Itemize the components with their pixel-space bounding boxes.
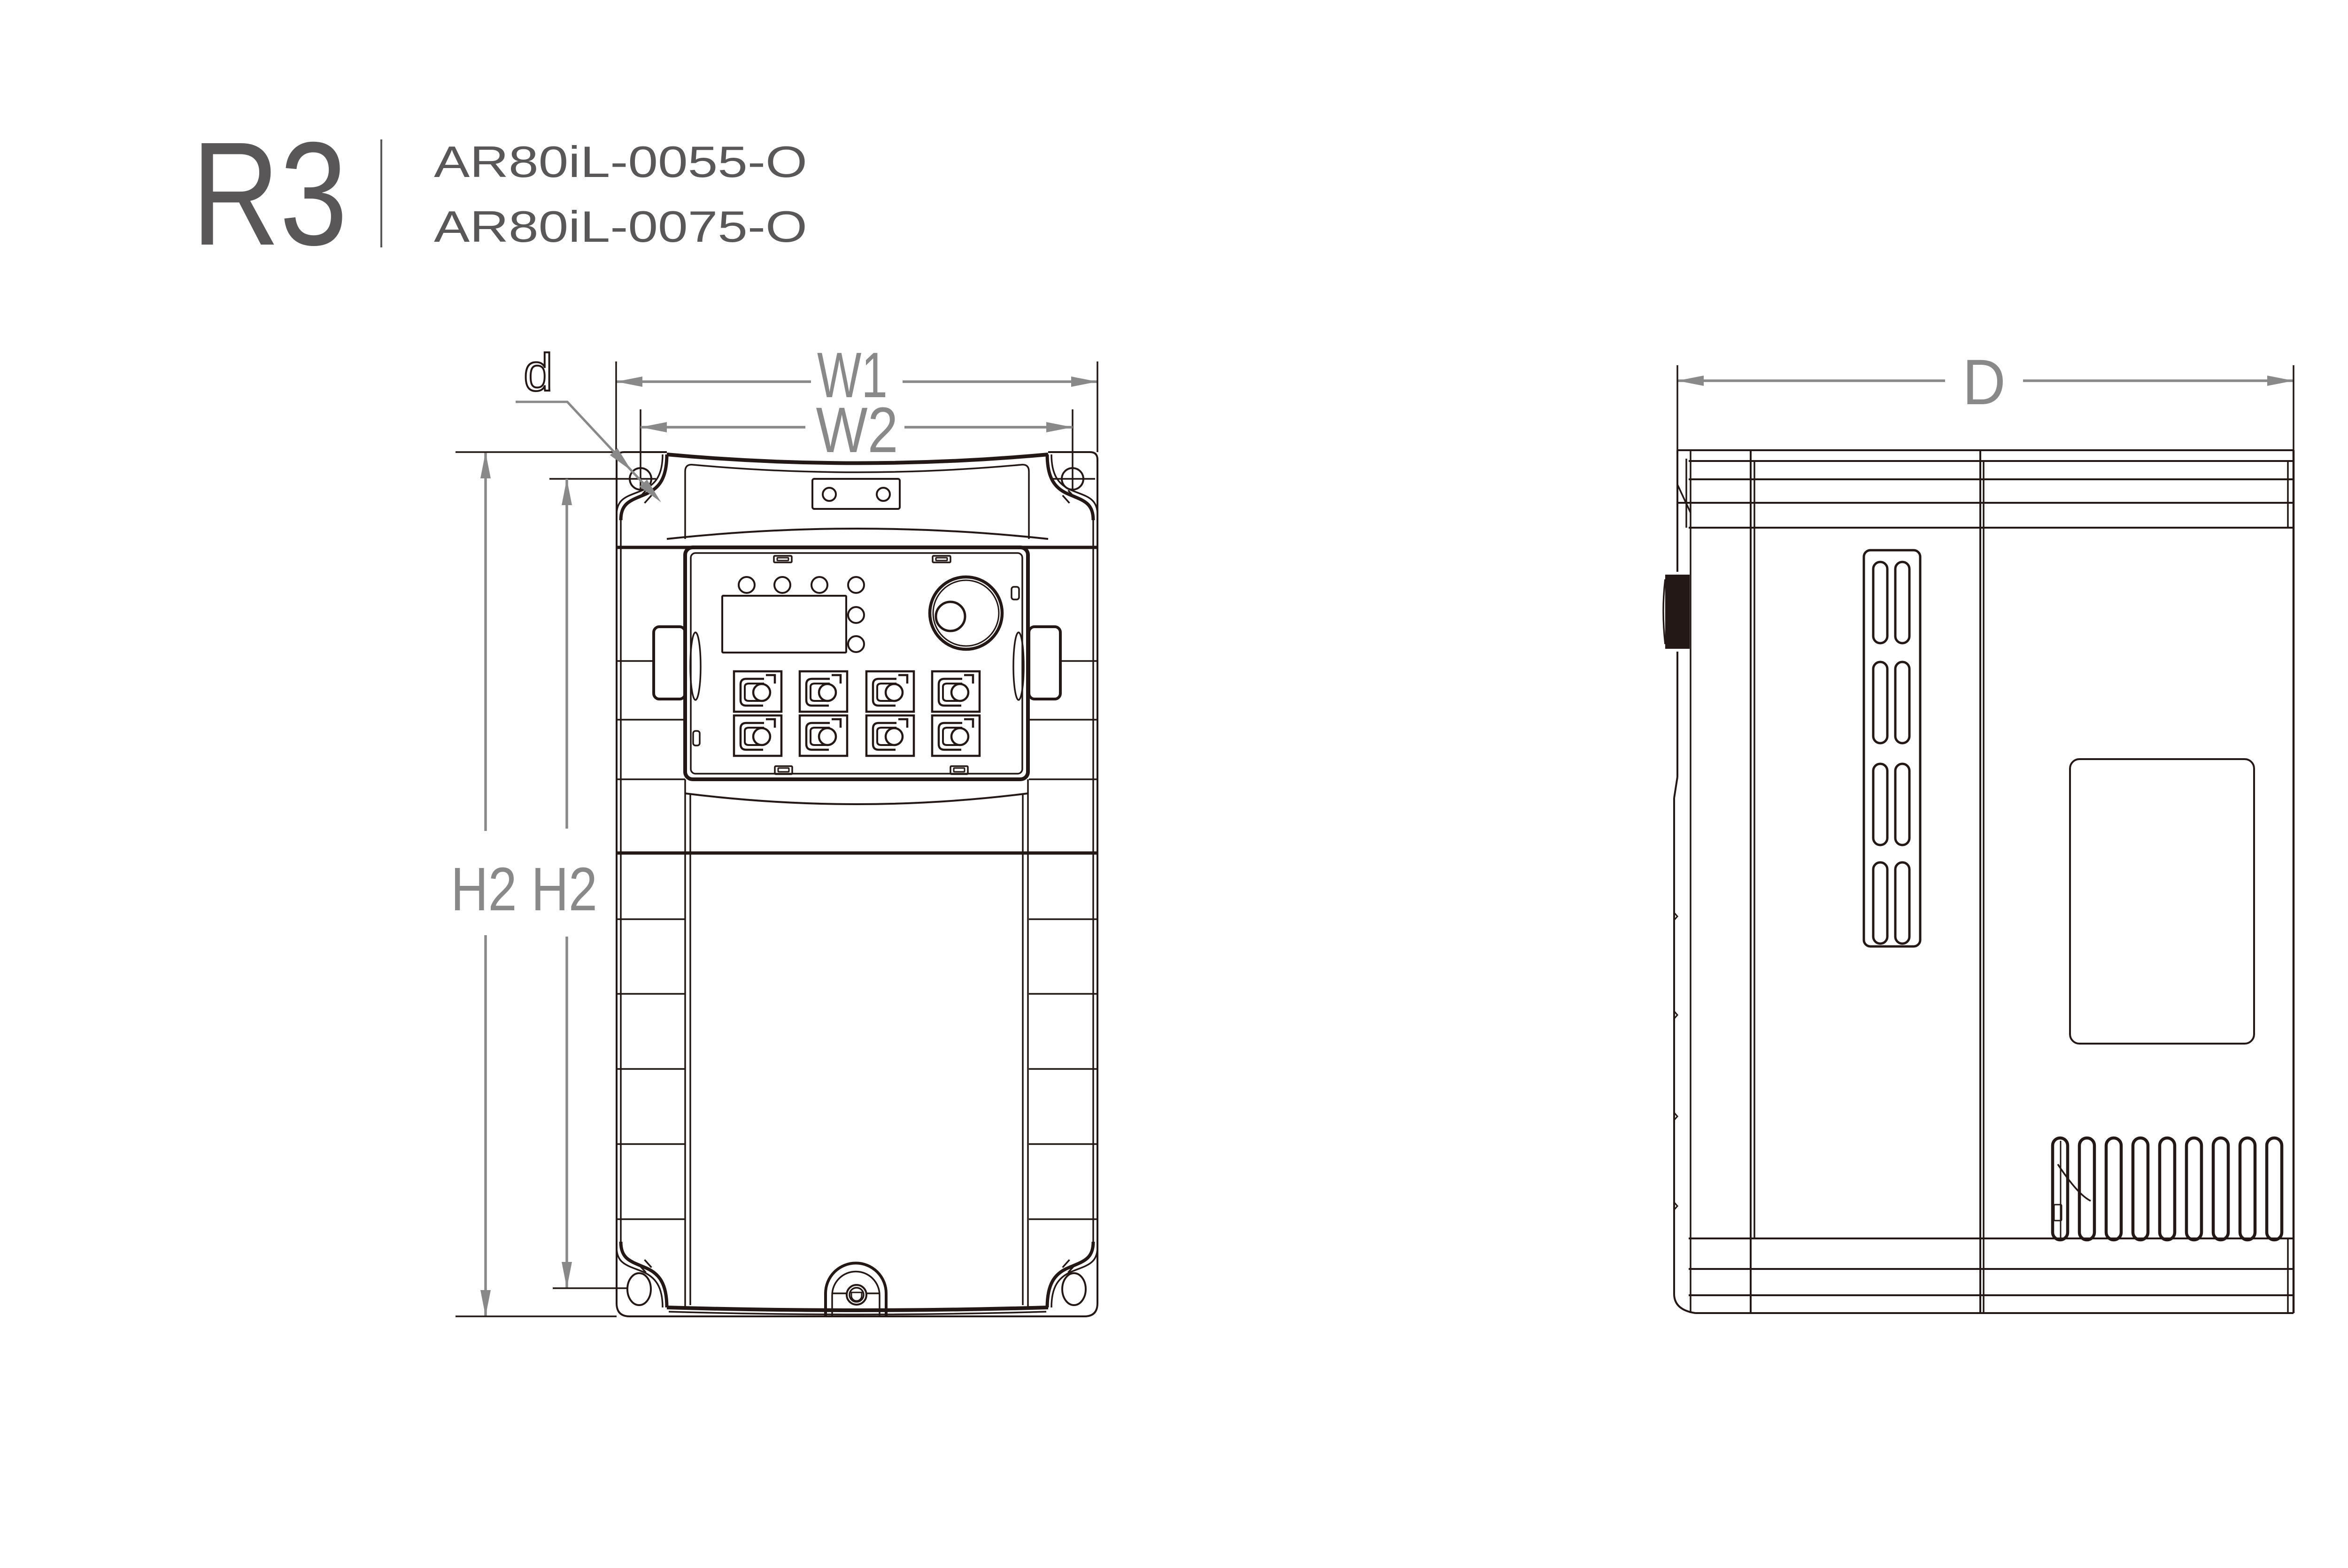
svg-text:AR80iL-0055-O: AR80iL-0055-O bbox=[434, 137, 807, 186]
svg-text:W1: W1 bbox=[817, 339, 888, 411]
svg-text:H2 H2: H2 H2 bbox=[451, 854, 597, 923]
svg-text:D: D bbox=[1962, 346, 2006, 418]
svg-text:R3: R3 bbox=[192, 111, 348, 276]
svg-text:AR80iL-0075-O: AR80iL-0075-O bbox=[434, 202, 807, 251]
svg-text:W2: W2 bbox=[816, 394, 898, 466]
svg-text:d: d bbox=[524, 343, 553, 402]
